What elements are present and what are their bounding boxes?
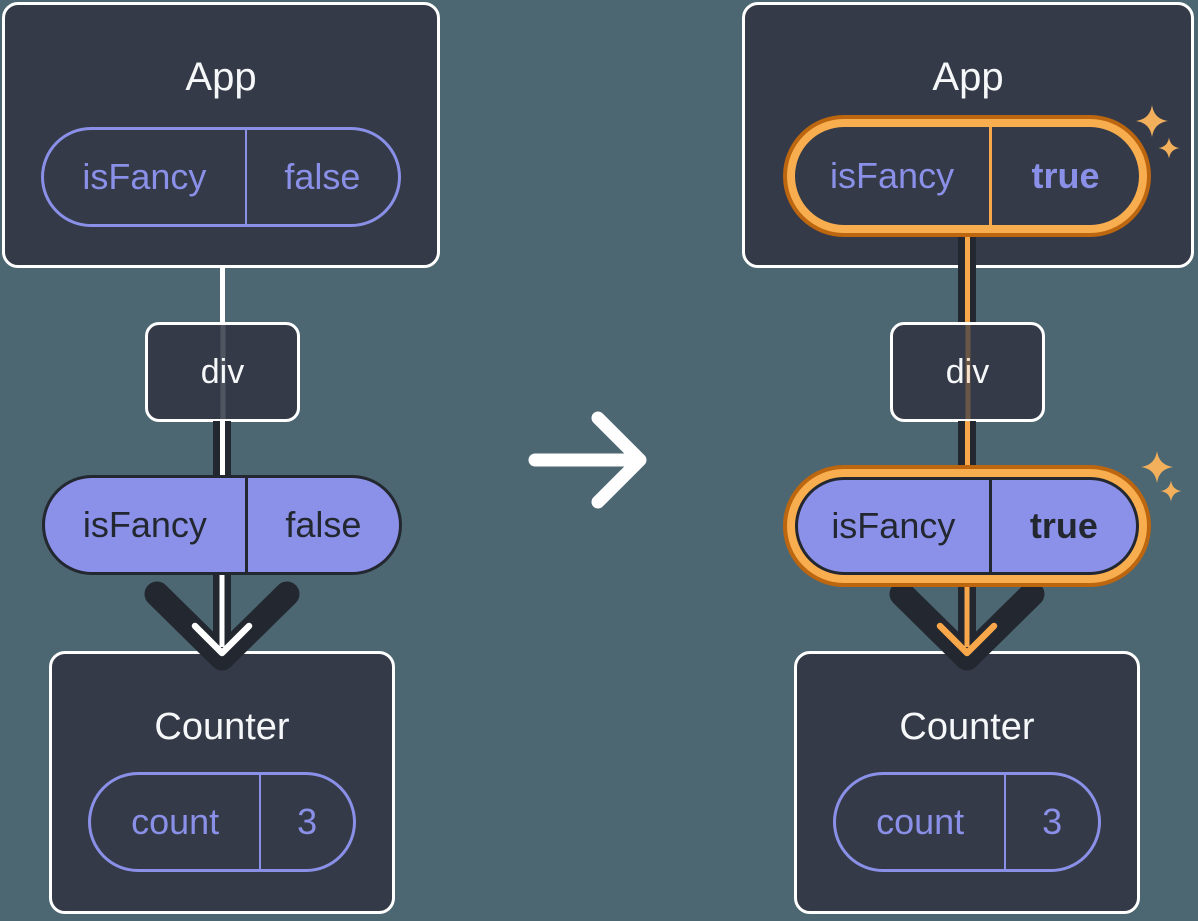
transition-arrow-icon [528, 411, 647, 509]
sparkles-icon [1136, 105, 1180, 159]
edge-app-div-after-thread [964, 237, 970, 322]
element-label: div [945, 353, 990, 391]
prop-pill-isfancy-before: isFancy false [42, 475, 402, 575]
edge-div-prop-after-thread [964, 421, 970, 477]
edge-app-div-before [219, 268, 225, 322]
state-value: 3 [1042, 801, 1063, 842]
state-name: isFancy [795, 127, 993, 225]
app-component-box-before: App isFancy false [2, 2, 440, 268]
div-element-box-after: div [890, 322, 1045, 422]
state-value: false [284, 156, 361, 197]
edge-div-prop-before-thread [219, 421, 225, 477]
counter-component-box-after: Counter count 3 [794, 651, 1140, 914]
component-title: App [185, 55, 257, 99]
thread-ghost [965, 325, 970, 419]
component-title: Counter [154, 706, 290, 748]
element-label: div [200, 353, 245, 391]
prop-name: isFancy [45, 478, 248, 572]
highlight-ring-prop: isFancy true [783, 465, 1151, 587]
edge-prop-counter-after-arrow-icon [889, 566, 1045, 671]
prop-value: false [285, 504, 362, 545]
state-pill-isfancy-after: isFancy true [795, 127, 1139, 225]
sparkles-icon [1141, 451, 1182, 502]
component-title: Counter [899, 706, 1035, 748]
highlight-ring-state: isFancy true [783, 115, 1151, 237]
state-name: count [836, 775, 1007, 869]
state-name: count [91, 775, 262, 869]
state-pill-count-after: count 3 [833, 772, 1101, 872]
state-pill-isfancy-before: isFancy false [41, 127, 401, 227]
state-name: isFancy [44, 130, 247, 224]
state-value: 3 [297, 801, 318, 842]
component-title: App [932, 55, 1004, 99]
state-value: true [1031, 155, 1100, 196]
prop-name: isFancy [798, 480, 992, 572]
div-element-box-before: div [145, 322, 300, 422]
counter-component-box-before: Counter count 3 [49, 651, 395, 914]
edge-prop-counter-before-arrow-icon [144, 566, 300, 671]
state-pill-count-before: count 3 [88, 772, 356, 872]
thread-ghost [220, 325, 225, 419]
prop-pill-isfancy-after: isFancy true [795, 477, 1139, 575]
prop-value: true [1029, 505, 1098, 546]
